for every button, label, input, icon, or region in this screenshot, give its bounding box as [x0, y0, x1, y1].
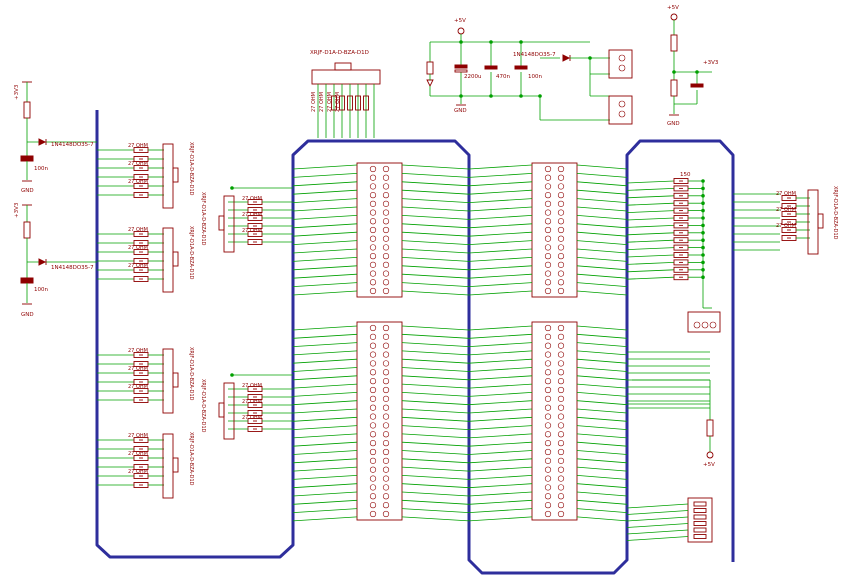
header-connector-symbol — [162, 433, 174, 499]
mid-left-resistor-array: 27 OHM 27 OHM 27 OHM XRJF-D1A-D-BZA-D1D 27 O… — [200, 186, 293, 440]
left-power-upper: +3V3 1N4148DO35-7 100n GND — [14, 81, 97, 194]
header-connector-symbol — [531, 162, 578, 298]
resistor-symbol — [339, 95, 345, 111]
res-label: 27 OHM — [242, 415, 262, 421]
resistor-symbol — [363, 95, 369, 111]
vcc-label-1: +3V3 — [14, 84, 20, 100]
vcc5-label-3: +5V — [703, 462, 715, 468]
resistor-symbol — [23, 101, 31, 119]
res-label: 27 OHM — [128, 263, 148, 269]
resistor-symbol — [331, 95, 337, 111]
capacitor-symbol — [20, 155, 34, 162]
res-label: 27 OHM — [776, 191, 796, 197]
res-label: 27 OHM — [128, 245, 148, 251]
res-label: 27 OHM — [242, 228, 262, 234]
gnd-label-3: GND — [454, 108, 467, 114]
diode-label-2: 1N4148DO35-7 — [51, 265, 94, 271]
resistor-symbol — [355, 95, 361, 111]
res-label: 27 OHM — [242, 383, 262, 389]
gnd-label-2: GND — [21, 312, 34, 318]
diode-symbol — [38, 138, 47, 146]
connector-label: XRJF-D1A-D-BZA-D1D — [832, 186, 838, 240]
power-supply: +5V 2200u 470n 100n 1N4148DO35-7 GND — [426, 18, 633, 125]
res-label: 27 OHM — [319, 92, 325, 112]
cap-label-2: 100n — [34, 287, 48, 293]
connector-label: XRJF-D1A-D-BZA-D1D — [200, 379, 206, 433]
res-label: 27 OHM — [242, 196, 262, 202]
header-connector-symbol — [162, 143, 174, 209]
gnd-label-4: GND — [667, 121, 680, 127]
dip-switch-symbol — [626, 497, 713, 543]
res-label: 27 OHM — [128, 179, 148, 185]
connector-label: XRJF-D1A-D-BZA-D1D — [188, 432, 194, 486]
res-label: 27 OHM — [128, 469, 148, 475]
right-outer-connector: 27 OHM 27 OHM 27 OHM XRJF-D1A-D-BZA-D1D — [733, 186, 838, 255]
header-connector-symbol — [311, 69, 381, 85]
res150-label: 150 — [680, 172, 691, 178]
res-label: 27 OHM — [128, 143, 148, 149]
res-label: 27 OHM — [311, 92, 317, 112]
led-symbol — [426, 79, 434, 88]
header-connector-symbol — [687, 311, 721, 333]
diode-label-1: 1N4148DO35-7 — [51, 142, 94, 148]
res-label: 27 OHM — [128, 451, 148, 457]
headers — [292, 162, 628, 522]
res-label: 27 OHM — [242, 212, 262, 218]
res-label: 27 OHM — [776, 207, 796, 213]
header-connector-symbol — [531, 321, 578, 521]
connector-label: XRJF-D1A-D-BZA-D1D — [200, 192, 206, 246]
cap-2200-label: 2200u — [464, 74, 481, 80]
header-connector-symbol — [356, 321, 403, 521]
bus-left — [95, 110, 735, 575]
res-label: 27 OHM — [128, 161, 148, 167]
cap-label-1: 100n — [34, 166, 48, 172]
res-label: 27 OHM — [242, 399, 262, 405]
vcc5-label-2: +5V — [667, 5, 679, 11]
gnd-label-1: GND — [21, 188, 34, 194]
header-connector-symbol — [223, 195, 235, 253]
header-connector-symbol — [162, 227, 174, 293]
regulator-3v3: +5V +3V3 GND — [667, 5, 719, 127]
header-connector-symbol — [223, 382, 235, 440]
connector-label: XRJF-D1A-D-BZA-D1D — [188, 142, 194, 196]
res-label: 27 OHM — [128, 227, 148, 233]
left-power-lower: +3V3 1N4148DO35-7 100n GND — [14, 202, 97, 318]
res-label: 27 OHM — [335, 92, 341, 112]
diode-label-3: 1N4148DO35-7 — [513, 52, 556, 58]
top-connector-label: XRJF-D1A-D-BZA-D1D — [310, 50, 369, 56]
right-pullup: +5V — [632, 379, 715, 468]
cap-470-label: 470n — [496, 74, 510, 80]
res-label: 27 OHM — [776, 223, 796, 229]
resistor-symbol — [347, 95, 353, 111]
cap-100-label: 100n — [528, 74, 542, 80]
res-label: 27 OHM — [128, 384, 148, 390]
connector-label: XRJF-D1A-D-BZA-D1D — [188, 347, 194, 401]
supply-symbol — [457, 27, 465, 35]
res-label: 27 OHM — [128, 366, 148, 372]
header-connector-symbol — [356, 162, 403, 298]
bus-lines — [95, 110, 735, 575]
connector-label: XRJF-D1A-D-BZA-D1D — [188, 226, 194, 280]
header-connector-symbol — [162, 348, 174, 414]
left-resistor-array: 27 OHM 27 OHM 27 OHM XRJF-D1A-D-BZA-D1D 27 O… — [97, 142, 194, 499]
res-label: 27 OHM — [128, 433, 148, 439]
res-label: 27 OHM — [327, 92, 333, 112]
vcc33-label-3: +3V3 — [703, 60, 719, 66]
res-label: 27 OHM — [128, 348, 148, 354]
vcc-label-2: +3V3 — [14, 202, 20, 218]
right-section: 150 — [626, 172, 721, 409]
vcc5-label-1: +5V — [454, 18, 466, 24]
